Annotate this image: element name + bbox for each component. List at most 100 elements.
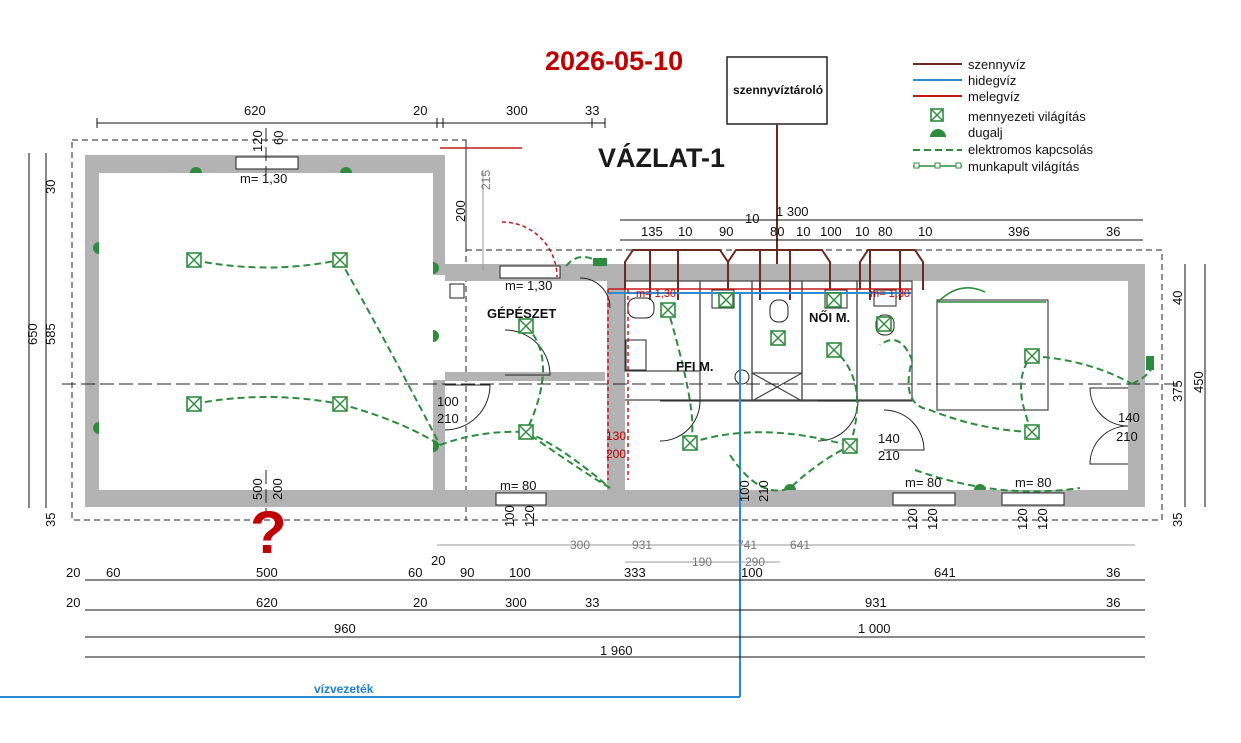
ceiling-light-icon [332, 252, 348, 268]
cold-water-pipes [0, 292, 912, 698]
ceiling-light-icon [876, 316, 892, 332]
dim-row1-300: 300 [570, 538, 590, 552]
legend: szennyvíz hidegvíz melegvíz mennyezeti v… [913, 57, 1093, 174]
dim-r10c: 10 [796, 224, 810, 239]
legend-counter-label: munkapult világítás [968, 159, 1080, 174]
ceiling-light-icon [826, 292, 842, 308]
dim-top-300: 300 [506, 103, 528, 118]
windows [235, 156, 1065, 506]
dim-r10b: 10 [678, 224, 692, 239]
sewage-tank-label: szennyvíztároló [733, 83, 823, 97]
room-noi: NŐI M. [809, 310, 850, 325]
dim-door-210: 210 [437, 411, 459, 426]
dim-right-375: 375 [1170, 380, 1185, 402]
room-ffi: FFI M. [676, 359, 714, 374]
dim-b500: 500 [250, 478, 265, 500]
dim-m130-top: m= 1,30 [240, 171, 287, 186]
dim-m130-wc1: m= 1,30 [636, 288, 676, 300]
svg-text:60: 60 [408, 565, 422, 580]
svg-text:100: 100 [741, 565, 763, 580]
dim-r100: 100 [820, 224, 842, 239]
dim-b120c: 120 [925, 508, 940, 530]
legend-cold-label: hidegvíz [968, 73, 1016, 88]
dim-r1300: 1 300 [776, 204, 809, 219]
outline-dashed [71, 139, 1163, 521]
dim-r80a: 80 [770, 224, 784, 239]
dim-red-200: 200 [606, 447, 626, 461]
interior-partitions [624, 280, 1049, 411]
ceiling-light-icon [842, 438, 858, 454]
dim-r135: 135 [641, 224, 663, 239]
dim-right-450: 450 [1191, 371, 1206, 393]
dim-v215: 215 [479, 170, 493, 190]
date-label: 2026-05-10 [545, 46, 683, 76]
dim-row1-641: 641 [790, 538, 810, 552]
dim-row4-960: 960 [334, 621, 356, 636]
ceiling-light-icon [518, 424, 534, 440]
dim-r10e: 10 [918, 224, 932, 239]
svg-text:100: 100 [509, 565, 531, 580]
counter-lighting [937, 286, 1046, 303]
dim-row1-190: 190 [692, 555, 712, 569]
svg-text:20: 20 [413, 595, 427, 610]
room-gepeszet: GÉPÉSZET [487, 306, 556, 321]
svg-text:300: 300 [505, 595, 527, 610]
pipe-label: vízvezeték [314, 682, 374, 696]
svg-text:33: 33 [585, 595, 599, 610]
dim-row1-290: 290 [745, 555, 765, 569]
dim-b210b: 210 [756, 480, 771, 502]
dim-left-35: 35 [43, 513, 58, 527]
svg-text:90: 90 [460, 565, 474, 580]
svg-text:931: 931 [865, 595, 887, 610]
dim-r10d: 10 [855, 224, 869, 239]
dim-b120b: 120 [905, 508, 920, 530]
ceiling-light-icon [1024, 424, 1040, 440]
dim-m80-b: m= 80 [905, 475, 942, 490]
dim-row1-931: 931 [632, 538, 652, 552]
dim-r10a: 10 [745, 211, 759, 226]
ceiling-light-icon [332, 396, 348, 412]
dim-right-35: 35 [1170, 513, 1185, 527]
dim-m130-wc2: m= 1,30 [870, 288, 910, 300]
dim-row1-741: 741 [737, 538, 757, 552]
svg-text:333: 333 [624, 565, 646, 580]
ceiling-light-icon [1024, 348, 1040, 364]
dim-m80-a: m= 80 [500, 478, 537, 493]
dim-r396: 396 [1008, 224, 1030, 239]
dim-top-33: 33 [585, 103, 599, 118]
ceiling-light-icon [718, 292, 734, 308]
svg-text:36: 36 [1106, 595, 1120, 610]
sockets [93, 167, 1154, 490]
sewage-pipes [624, 249, 924, 300]
dim-door-140a: 140 [878, 431, 900, 446]
ceiling-light-icon [770, 330, 786, 346]
dimension-lines-grey [437, 170, 1135, 563]
dim-row3: 20 620 20 300 33 931 36 [66, 595, 1120, 610]
dim-top-620: 620 [244, 103, 266, 118]
dim-row-20-small: 20 [431, 553, 445, 568]
dim-top-20: 20 [413, 103, 427, 118]
ceiling-light-icon [682, 435, 698, 451]
dim-b200: 200 [270, 478, 285, 500]
dim-m130-gep: m= 1,30 [505, 278, 552, 293]
socket-icon [930, 129, 946, 137]
dim-left-585: 585 [43, 323, 58, 345]
svg-text:60: 60 [106, 565, 120, 580]
ceiling-light-icon [660, 302, 676, 318]
dim-r90: 90 [719, 224, 733, 239]
dim-r36: 36 [1106, 224, 1120, 239]
dim-m80-c: m= 80 [1015, 475, 1052, 490]
electrical-switching [193, 255, 1153, 493]
dim-door-210a: 210 [878, 448, 900, 463]
dimension-lines [28, 118, 1206, 658]
drawing-title: VÁZLAT-1 [598, 142, 725, 173]
dim-b120d: 120 [1015, 508, 1030, 530]
svg-text:20: 20 [66, 595, 80, 610]
legend-hot-label: melegvíz [968, 89, 1020, 104]
dim-right-40: 40 [1170, 291, 1185, 305]
hot-water-pipes [440, 147, 912, 480]
legend-socket-label: dugalj [968, 125, 1003, 140]
legend-sewage-label: szennyvíz [968, 57, 1026, 72]
svg-text:36: 36 [1106, 565, 1120, 580]
